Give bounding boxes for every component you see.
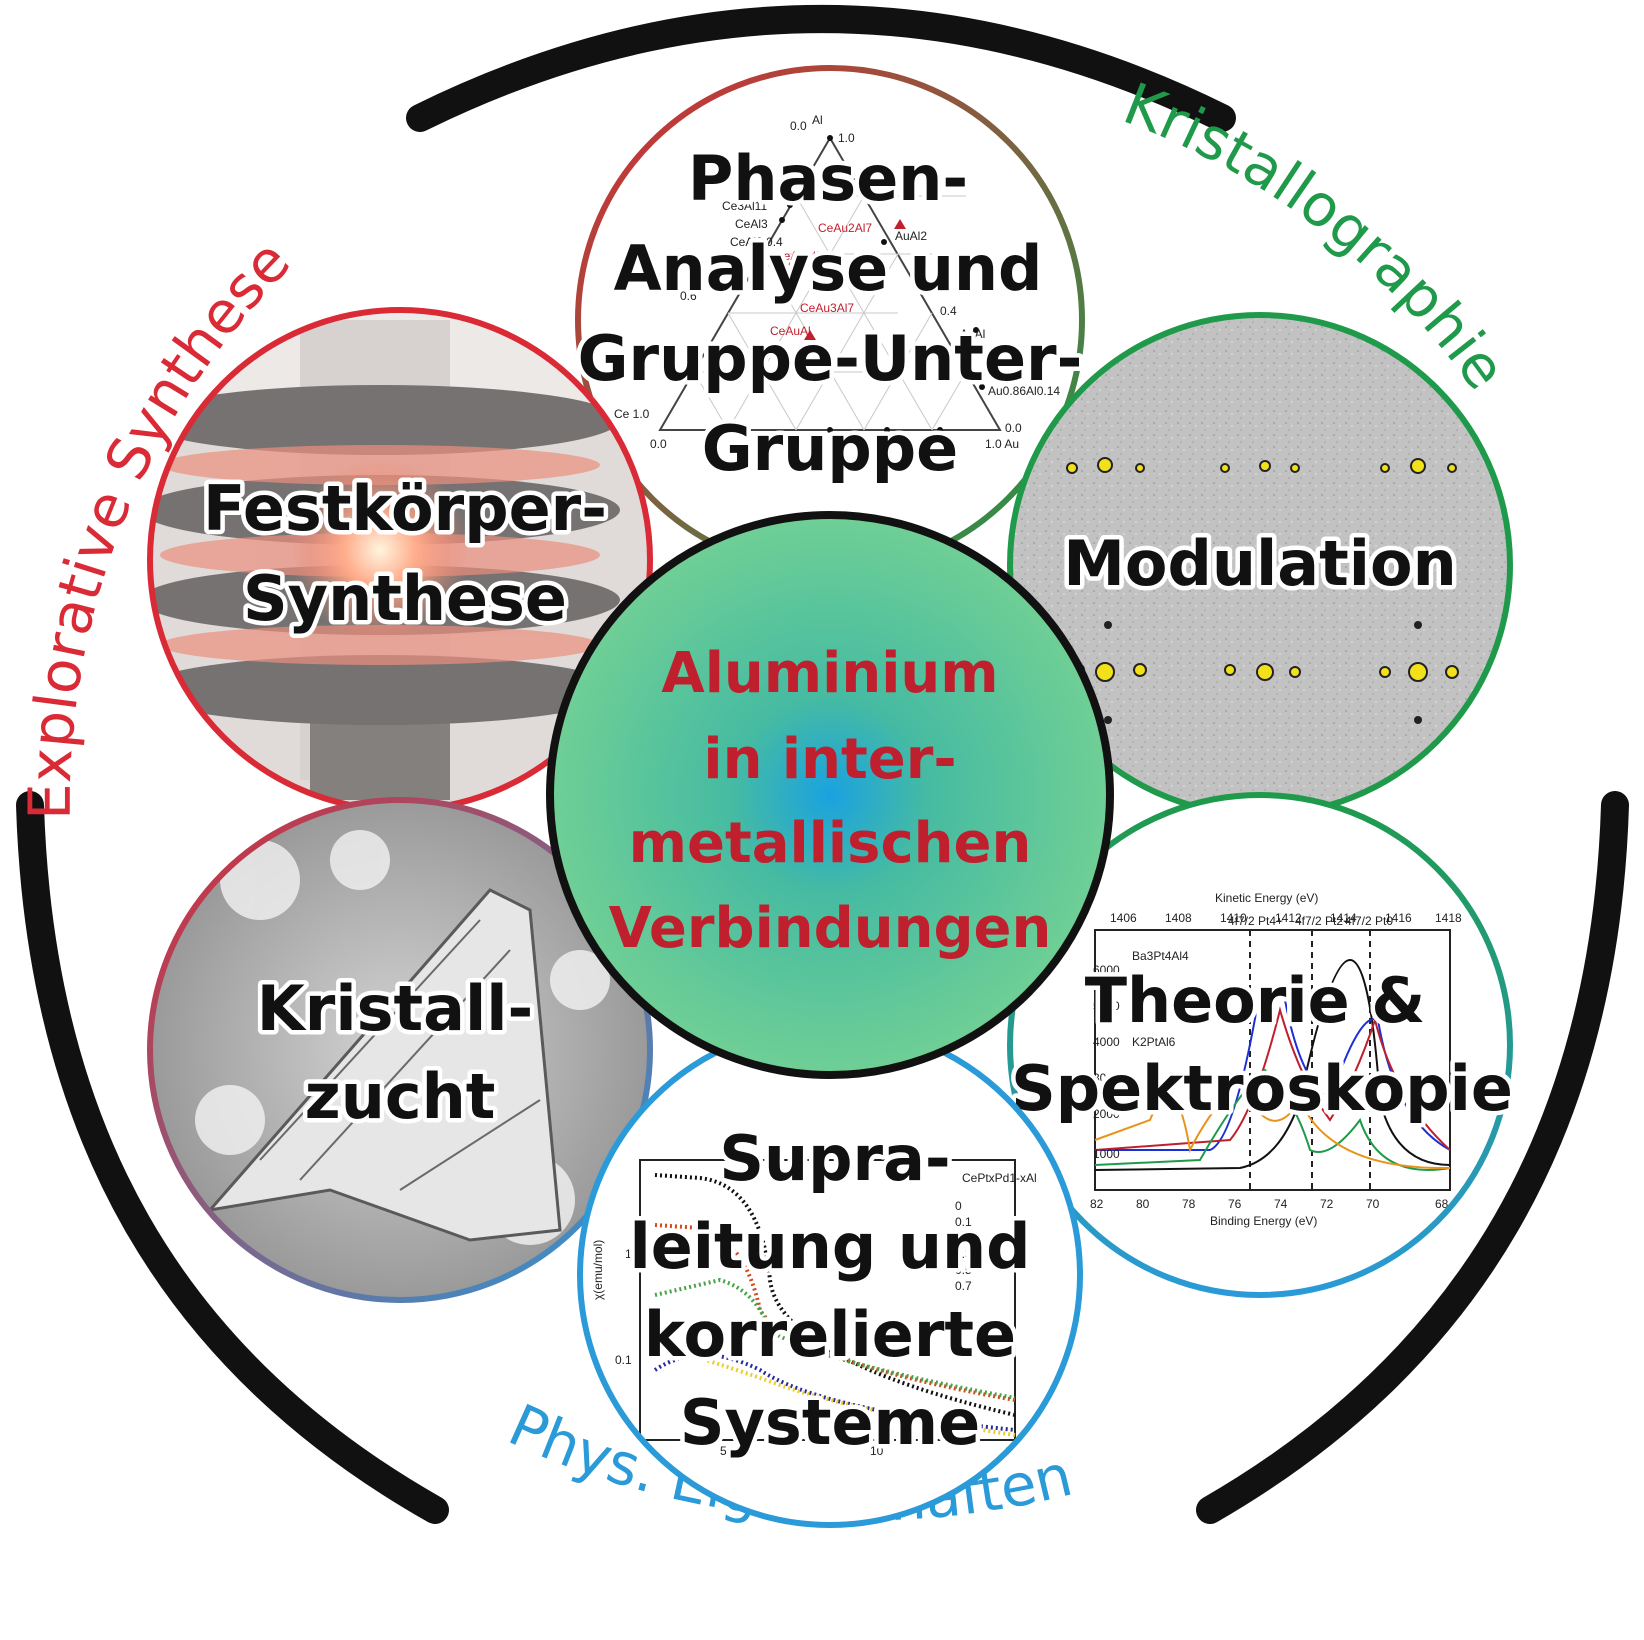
- xps-bottom-axis-label: Binding Energy (eV): [1210, 1214, 1317, 1228]
- svg-text:1418: 1418: [1435, 911, 1462, 925]
- ternary-corner-ce: Ce 1.0: [614, 407, 650, 421]
- susceptibility-plot: CePtxPd1-xAl 0 0.1 0.2 0.3 0.5 0.7 1 0.1…: [591, 1159, 1037, 1458]
- phase-label-ce3al11: Ce3Al11: [722, 199, 767, 213]
- outer-arc-top: [406, 5, 1236, 132]
- svg-text:0.5: 0.5: [955, 1263, 972, 1277]
- label-crystal-1: Kristall-: [257, 972, 534, 1045]
- xps-top-ticks: 1406 1408 1410 1412 1414 1416 1418: [1110, 911, 1462, 925]
- ternary-tick-apex: 1.0: [838, 131, 855, 145]
- ternary-tick-right: 0.4: [940, 304, 957, 318]
- label-solid-1: Festkörper-: [203, 472, 607, 545]
- xps-y-ticks: 6000 5000 4000 3000 2000 1000: [1093, 963, 1120, 1161]
- svg-text:1414: 1414: [1330, 911, 1357, 925]
- phase-label-ceau2al7: CeAu2Al7: [818, 221, 872, 235]
- circle-superconductivity: CePtxPd1-xAl 0 0.1 0.2 0.3 0.5 0.7 1 0.1…: [577, 1022, 1083, 1528]
- xps-legend-1: Ba3Pt4Al4: [1132, 949, 1189, 963]
- svg-text:70: 70: [1366, 1197, 1380, 1211]
- label-phase-1: Phasen-: [688, 142, 968, 215]
- phase-label-ceaual3: CeAuAl3: [775, 249, 823, 263]
- svg-text:1406: 1406: [1110, 911, 1137, 925]
- ternary-apex-label: Al: [812, 113, 823, 127]
- phase-label-ceal3: CeAl3: [735, 217, 768, 231]
- ternary-tick-top: 0.0: [790, 119, 807, 133]
- xps-peak-label-pt0: 4f7/2 Pt0: [1345, 914, 1393, 928]
- xps-legend-2: K2PtAl6: [1132, 1035, 1176, 1049]
- svg-text:2000: 2000: [1093, 1107, 1120, 1121]
- label-super-2: leitung und: [629, 1210, 1030, 1283]
- label-phase-3: Gruppe-Unter-: [578, 322, 1083, 395]
- svg-text:0.3: 0.3: [955, 1247, 972, 1261]
- plot-x-tick-1: 5: [720, 1444, 727, 1458]
- phase-label-ceau3al: CeAu3Al7: [800, 301, 854, 315]
- outer-arc-bottom: [16, 791, 1629, 1524]
- svg-text:1412: 1412: [1275, 911, 1302, 925]
- xps-bottom-ticks: 82 80 78 76 74 72 70 68: [1090, 1197, 1449, 1211]
- svg-text:78: 78: [1182, 1197, 1196, 1211]
- ternary-tick-left: 0.6: [680, 289, 697, 303]
- svg-text:1408: 1408: [1165, 911, 1192, 925]
- svg-text:0: 0: [955, 1199, 962, 1213]
- plot-y-tick-2: 0.1: [615, 1353, 632, 1367]
- xps-spectrum: Kinetic Energy (eV) Binding Energy (eV) …: [1090, 891, 1462, 1228]
- plot-x-tick-2: 10: [870, 1444, 884, 1458]
- svg-text:82: 82: [1090, 1197, 1104, 1211]
- phase-label-ceaual: CeAuAl: [770, 324, 811, 338]
- xps-peak-label-pt4: 4f7/2 Pt4+: [1228, 914, 1283, 928]
- phase-label-ceal2: CeAl2 0.4: [730, 235, 783, 249]
- label-super-3: korrelierte: [644, 1298, 1016, 1371]
- svg-text:4000: 4000: [1093, 1035, 1120, 1049]
- svg-text:5000: 5000: [1093, 999, 1120, 1013]
- center-circle: Aluminium in inter- metallischen Verbind…: [546, 511, 1114, 1079]
- svg-text:0.7: 0.7: [955, 1279, 972, 1293]
- label-crystal-2: zucht: [305, 1060, 496, 1133]
- plot-y-label: χ(emu/mol): [591, 1240, 605, 1300]
- svg-text:0.1: 0.1: [955, 1215, 972, 1229]
- circle-phase-analysis: Al 0.0 1.0 Ce3Al11 CeAl3 CeAl2 0.4 CeAu2…: [573, 65, 1087, 575]
- phase-label-aual: AuAl: [960, 327, 985, 341]
- label-theory-1: Theorie &: [1085, 964, 1426, 1037]
- ternary-corner-au: 1.0 Au: [985, 437, 1019, 451]
- ternary-diagram: Al 0.0 1.0 Ce3Al11 CeAl3 CeAl2 0.4 CeAu2…: [614, 113, 1060, 451]
- svg-text:6000: 6000: [1093, 963, 1120, 977]
- svg-text:1410: 1410: [1220, 911, 1247, 925]
- plot-legend-title: CePtxPd1-xAl: [962, 1171, 1037, 1185]
- svg-text:1000: 1000: [1093, 1147, 1120, 1161]
- plot-legend-values: 0 0.1 0.2 0.3 0.5 0.7: [955, 1199, 972, 1293]
- ternary-tick-bottom-left: 0.0: [650, 437, 667, 451]
- label-super-4: Systeme: [680, 1386, 980, 1459]
- svg-text:68: 68: [1435, 1197, 1449, 1211]
- svg-text:0.2: 0.2: [955, 1231, 972, 1245]
- center-title-2: in inter-: [703, 727, 956, 792]
- svg-text:80: 80: [1136, 1197, 1150, 1211]
- label-theory-2: Spektroskopie: [1011, 1052, 1513, 1125]
- svg-text:74: 74: [1274, 1197, 1288, 1211]
- center-title-1: Aluminium: [661, 641, 998, 706]
- xps-peak-label-pt2: 4f7/2 Pt2+: [1295, 914, 1350, 928]
- ternary-tick-bottom-right-a: 0.0: [1005, 421, 1022, 435]
- center-title-3: metallischen: [629, 811, 1032, 876]
- svg-text:72: 72: [1320, 1197, 1334, 1211]
- svg-text:76: 76: [1228, 1197, 1242, 1211]
- phase-label-aual2: AuAl2: [895, 229, 927, 243]
- label-modulation: Modulation: [1063, 527, 1457, 600]
- label-phase-4: Gruppe: [702, 412, 958, 485]
- plot-y-tick-1: 1: [625, 1247, 632, 1261]
- xps-top-axis-label: Kinetic Energy (eV): [1215, 891, 1318, 905]
- label-solid-2: Synthese: [243, 562, 567, 635]
- center-title-4: Verbindungen: [609, 896, 1052, 961]
- circle-theory-spectroscopy: Kinetic Energy (eV) Binding Energy (eV) …: [1007, 792, 1517, 1298]
- phase-label-au-al: Au0.86Al0.14: [988, 384, 1060, 398]
- label-super-1: Supra-: [719, 1122, 950, 1195]
- label-phase-2: Analyse und: [614, 232, 1043, 305]
- svg-text:1416: 1416: [1385, 911, 1412, 925]
- svg-text:3000: 3000: [1093, 1071, 1120, 1085]
- circle-crystal-growth: Kristall- zucht: [147, 797, 653, 1303]
